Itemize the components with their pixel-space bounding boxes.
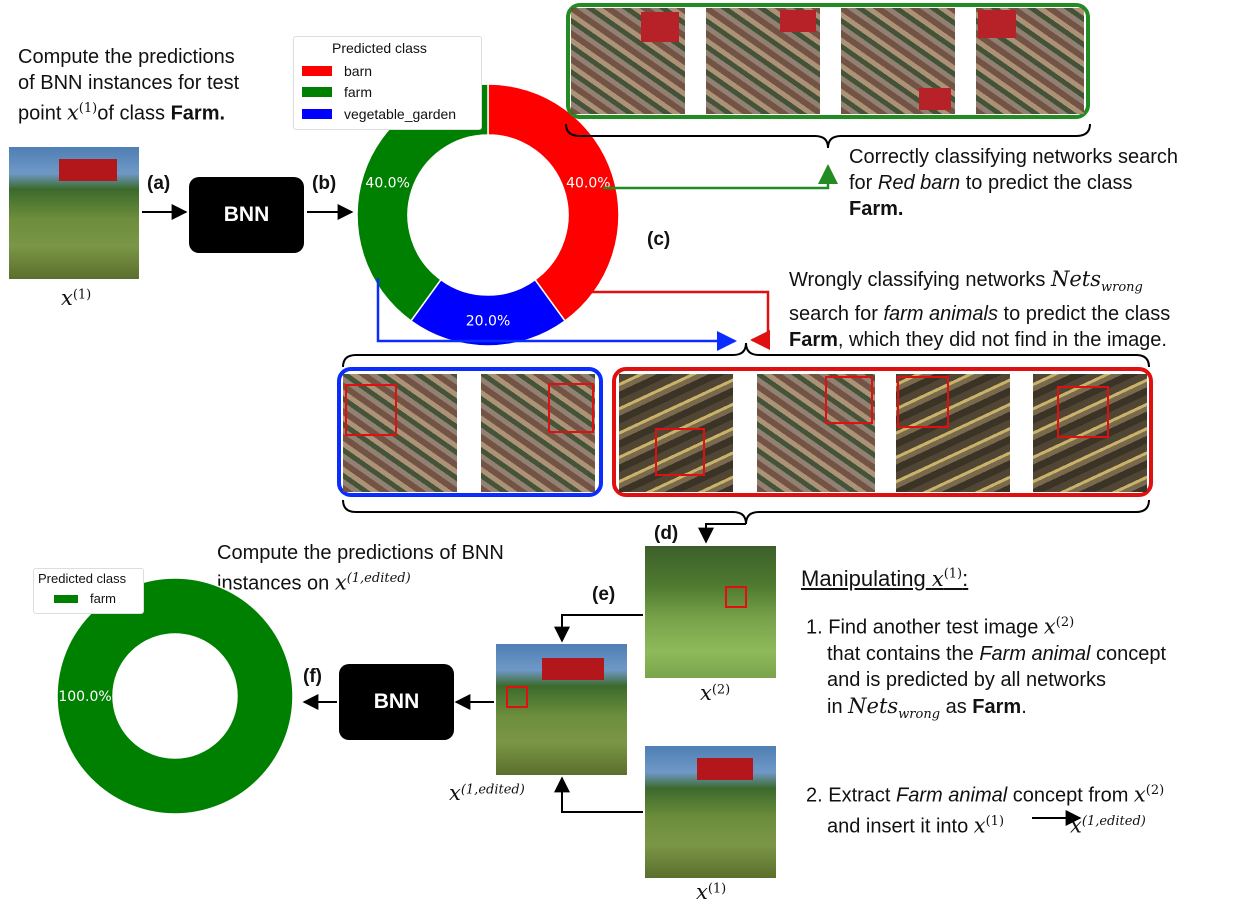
correct-text: Correctly classifying networks search fo… xyxy=(849,146,1178,220)
feature-viz-red-3 xyxy=(896,374,1010,492)
farm-slice xyxy=(56,577,294,815)
barn-value-label: 40.0% xyxy=(566,175,610,191)
label-f: (f) xyxy=(303,666,322,687)
farm-value-label: 40.0% xyxy=(365,175,409,191)
legend-item-vegetable-garden: vegetable_garden xyxy=(302,106,456,122)
concept-box-red-3 xyxy=(897,376,949,428)
edited-text: Compute the predictions of BNN instances… xyxy=(217,542,504,595)
feature-viz-correct-4 xyxy=(976,8,1084,114)
vegetable-garden-value-label: 20.0% xyxy=(466,314,510,330)
bnn-box-top: BNN xyxy=(189,177,304,253)
farm-value-label: 100.0% xyxy=(58,689,111,705)
manip-step-1: 1. Find another test image x(2) that con… xyxy=(806,614,1167,722)
concept-box-red-4 xyxy=(1057,386,1109,438)
concept-box-red-2 xyxy=(825,376,873,424)
label-a: (a) xyxy=(147,173,171,194)
concept-box-blue-2 xyxy=(548,383,594,433)
x1-label: x(1) xyxy=(61,286,92,310)
correct-group-frame xyxy=(566,3,1090,119)
legend-item-farm: farm xyxy=(302,84,372,100)
wrong-group-blue-frame xyxy=(337,367,603,497)
legend-item-barn: barn xyxy=(302,63,372,79)
wrong-group-red-frame xyxy=(612,367,1153,497)
feature-viz-correct-1 xyxy=(571,8,685,114)
legend-item-farm-bottom: farm xyxy=(54,591,116,606)
legend-top: Predicted class barn farm vegetable_gard… xyxy=(293,36,482,130)
wrong-text: Wrongly classifying networks Netswrong s… xyxy=(789,267,1171,351)
bnn-box-bottom: BNN xyxy=(339,664,454,740)
donut-chart-bottom: 100.0% xyxy=(56,577,294,815)
feature-viz-red-2 xyxy=(757,374,875,492)
legend-title-bottom: Predicted class xyxy=(38,571,127,586)
feature-viz-red-4 xyxy=(1033,374,1147,492)
feature-viz-blue-1 xyxy=(343,374,457,492)
test-image-x2 xyxy=(645,546,776,678)
label-c: (c) xyxy=(647,229,671,250)
label-d: (d) xyxy=(654,523,679,544)
concept-box-blue-1 xyxy=(345,384,397,436)
manip-step-2: 2. Extract Farm animal concept from x(2)… xyxy=(806,782,1165,838)
input-image-x1 xyxy=(9,147,139,279)
concept-box-red-1 xyxy=(655,428,705,476)
donut-chart-top: 40.0% 40.0% 20.0% xyxy=(356,83,620,347)
label-b: (b) xyxy=(312,173,337,194)
label-e: (e) xyxy=(592,584,616,605)
manip-title: Manipulating x(1): xyxy=(801,566,969,591)
x2-label: x(2) xyxy=(700,681,731,705)
feature-viz-red-1 xyxy=(619,374,733,492)
legend-bottom: Predicted class farm xyxy=(33,568,144,614)
feature-viz-correct-2 xyxy=(706,8,820,114)
x1-edited-label: x(1,edited) xyxy=(449,781,525,805)
feature-viz-blue-2 xyxy=(481,374,595,492)
legend-title: Predicted class xyxy=(332,40,427,56)
barn-slice xyxy=(487,83,620,323)
edited-image-x1 xyxy=(496,644,627,775)
feature-viz-correct-3 xyxy=(841,8,955,114)
x1-bottom-label: x(1) xyxy=(696,880,727,904)
intro-text: Compute the predictions of BNN instances… xyxy=(18,46,240,125)
input-image-x1-bottom xyxy=(645,746,776,878)
